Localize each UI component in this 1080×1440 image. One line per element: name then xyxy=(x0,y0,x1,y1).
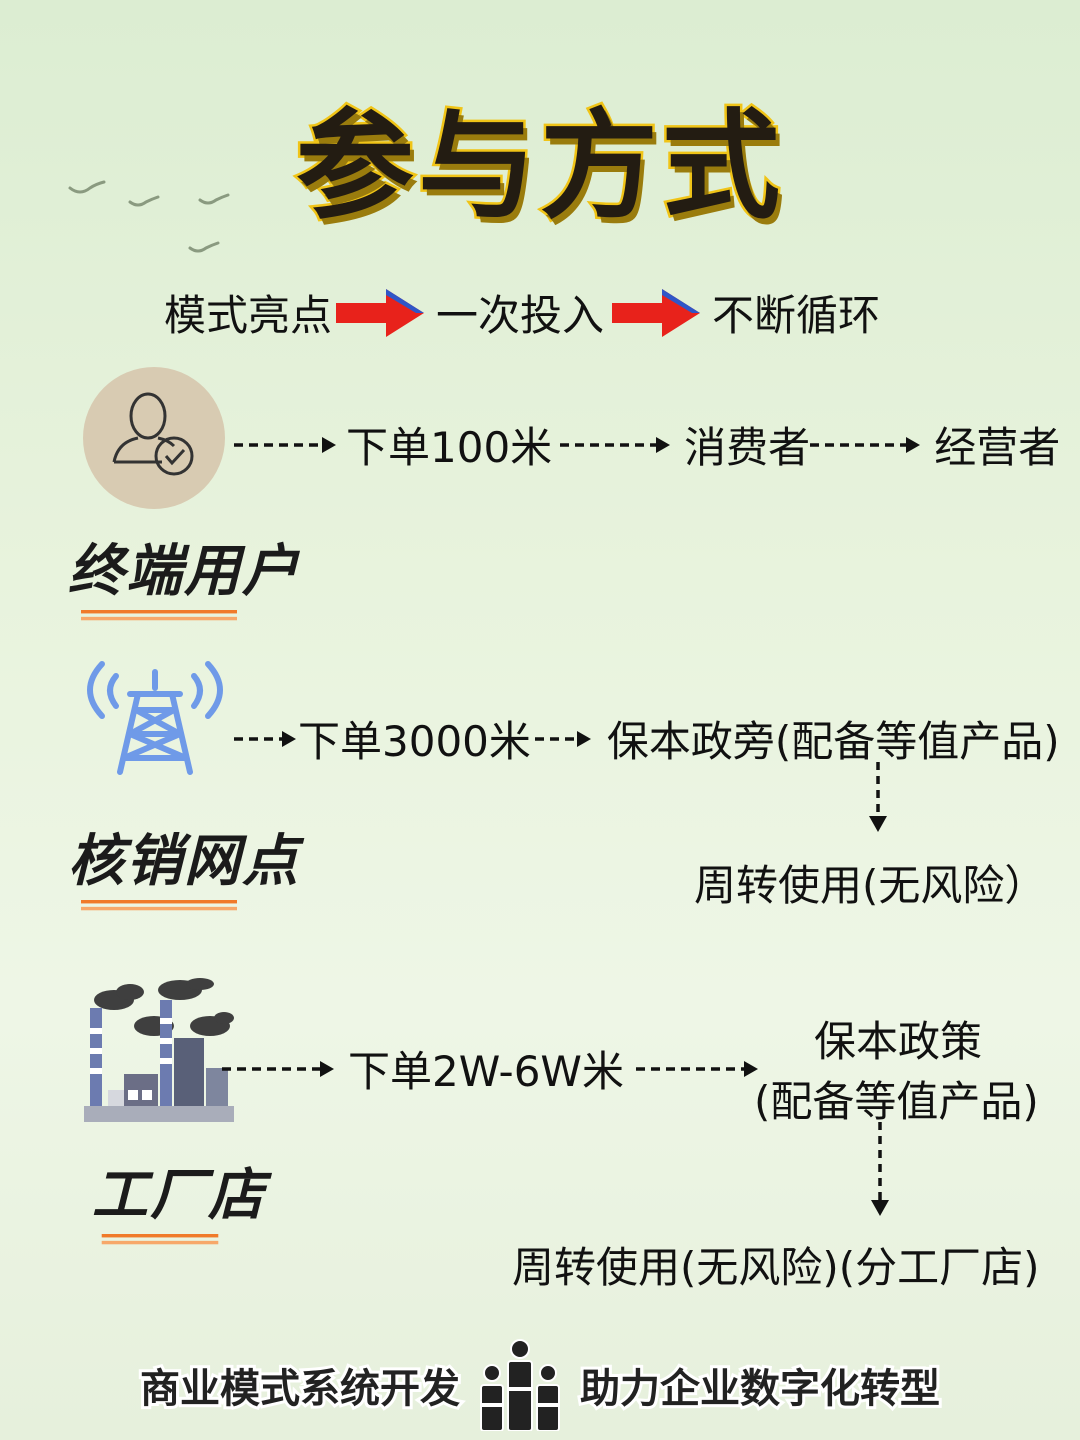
footer-right-text: 助力企业数字化转型 xyxy=(577,1363,943,1415)
end-user-consumer: 消费者 xyxy=(684,423,811,472)
dashed-arrow-icon xyxy=(560,436,671,453)
dashed-arrow-icon xyxy=(222,1060,334,1077)
factory-label-block: 工厂店 xyxy=(92,1150,266,1250)
highlight-step1: 模式亮点 xyxy=(164,291,333,340)
dashed-down-arrow-icon xyxy=(869,762,887,832)
highlight-row: 模式亮点 一次投入 不断循环 xyxy=(164,282,880,343)
outlet-label-block: 核销网点 xyxy=(68,816,300,916)
outlet-result: 周转使用(无风险） xyxy=(694,861,1047,910)
dashed-arrow-icon xyxy=(234,436,336,453)
factory-policy-line1: 保本政策 xyxy=(814,1017,983,1066)
section-label-outlet: 核销网点 xyxy=(68,829,300,894)
section-label-end-user: 终端用户 xyxy=(68,539,300,604)
factory-policy-line2: (配备等值产品) xyxy=(754,1077,1039,1126)
user-check-icon xyxy=(83,367,225,509)
highlight-step2: 一次投入 xyxy=(436,291,605,340)
end-user-flow: 下单100米 消费者 经营者 xyxy=(234,414,1060,475)
underline-decoration xyxy=(81,900,237,911)
red-arrow-icon xyxy=(612,288,701,337)
end-user-order: 下单100米 xyxy=(346,423,553,472)
dashed-down-arrow-icon xyxy=(871,1122,889,1216)
end-user-label-block: 终端用户 xyxy=(68,526,300,626)
section-label-factory: 工厂店 xyxy=(92,1163,266,1228)
birds-icon xyxy=(68,180,230,253)
outlet-flow: 下单3000米 保本政旁(配备等值产品) xyxy=(234,708,1060,769)
red-arrow-icon xyxy=(336,288,425,337)
factory-flow: 下单2W-6W米 xyxy=(222,1038,760,1099)
highlight-step3: 不断循环 xyxy=(712,291,881,340)
footer-left-text: 商业模式系统开发 xyxy=(137,1363,463,1415)
outlet-policy: 保本政旁(配备等值产品) xyxy=(606,717,1060,766)
footer: 商业模式系统开发 助力企业数字化转型 xyxy=(0,1330,1080,1440)
factory-order: 下单2W-6W米 xyxy=(348,1047,624,1096)
underline-decoration xyxy=(81,610,237,621)
page-title: 参与方式 xyxy=(293,95,784,238)
underline-decoration xyxy=(101,1234,219,1245)
factory-icon xyxy=(84,978,234,1122)
signal-tower-icon xyxy=(87,661,223,775)
outlet-order: 下单3000米 xyxy=(298,717,531,766)
end-user-operator: 经营者 xyxy=(934,423,1061,472)
dashed-arrow-icon xyxy=(234,730,296,747)
factory-result: 周转使用(无风险)(分工厂店) xyxy=(512,1243,1040,1292)
dashed-arrow-icon xyxy=(534,730,591,747)
dashed-arrow-icon xyxy=(810,436,921,453)
dashed-arrow-icon xyxy=(635,1060,758,1077)
people-podium-icon xyxy=(480,1339,560,1431)
